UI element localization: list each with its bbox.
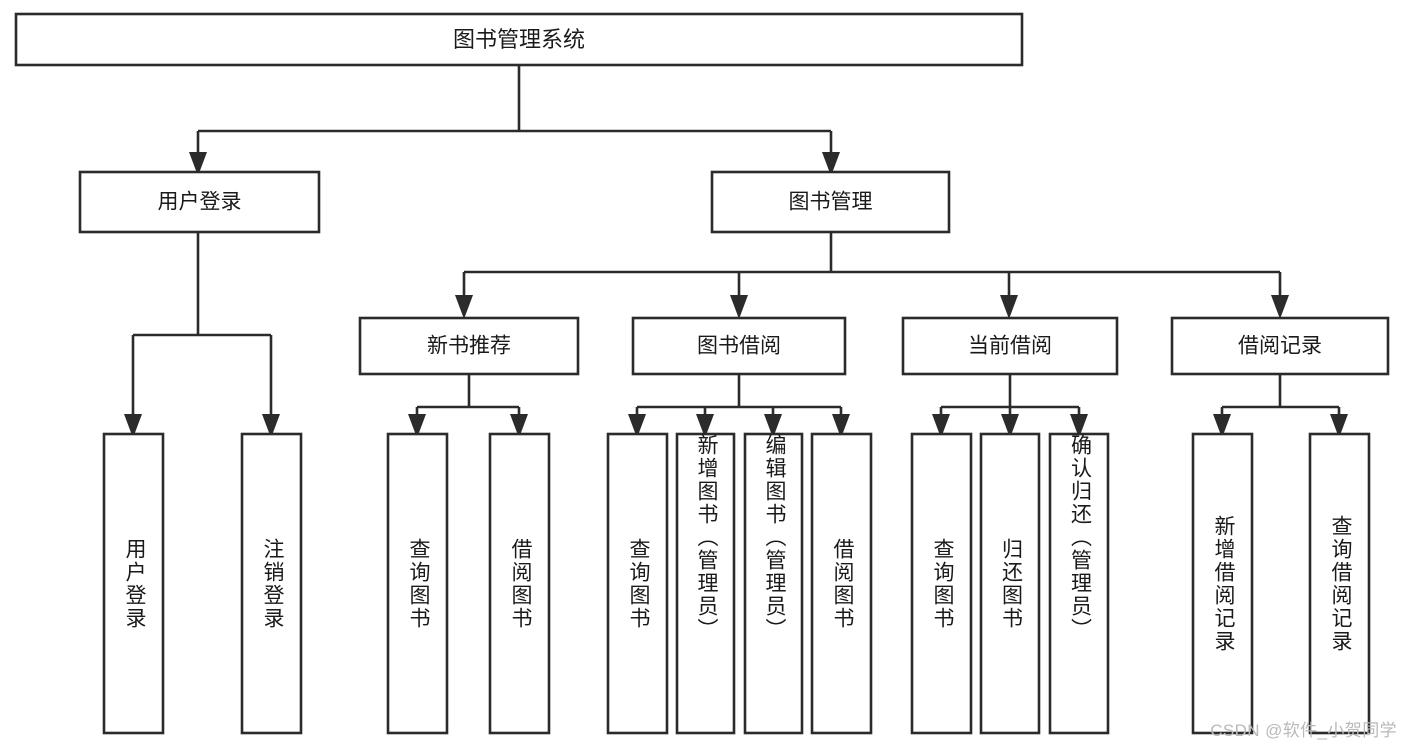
node-new-book-recommendation-label: 新书推荐	[427, 335, 511, 358]
leaf-query-book-a[interactable]	[386, 432, 449, 735]
node-new-book-recommendation[interactable]	[358, 316, 580, 376]
node-book-borrowing-label: 图书借阅	[697, 335, 781, 358]
leaf-user-login[interactable]	[102, 432, 165, 735]
leaf-query-book-c[interactable]	[910, 432, 973, 735]
leaf-borrow-book-b[interactable]	[810, 432, 873, 735]
node-borrowing-record-label: 借阅记录	[1238, 335, 1322, 358]
node-book-borrowing[interactable]	[631, 316, 847, 376]
arrow-book-mgmt-c4	[1271, 295, 1289, 319]
node-book-management-label: 图书管理	[789, 191, 873, 214]
node-root-title-label: 图书管理系统	[453, 27, 585, 52]
leaf-logout[interactable]	[240, 432, 303, 735]
arrow-book-mgmt-c1	[455, 295, 473, 319]
leaf-borrow-book-a[interactable]	[488, 432, 551, 735]
leaf-edit-book-admin[interactable]	[743, 432, 804, 735]
leaf-query-book-b[interactable]	[606, 432, 669, 735]
leaf-return-book[interactable]	[979, 432, 1041, 735]
leaf-add-borrow-record[interactable]	[1191, 432, 1254, 735]
connector-layer	[124, 65, 1348, 438]
node-user-login-label: 用户登录	[158, 191, 242, 214]
node-current-borrowing-label: 当前借阅	[968, 335, 1052, 358]
node-borrowing-record[interactable]	[1170, 316, 1390, 376]
node-book-management[interactable]	[710, 170, 951, 234]
arrow-book-mgmt-c2	[730, 295, 748, 319]
leaf-query-borrow-record[interactable]	[1308, 432, 1371, 735]
node-current-borrowing[interactable]	[901, 316, 1119, 376]
node-layer: 图书管理系统 用户登录 图书管理 新书推荐 图书借阅 当前借阅 借阅记录	[14, 12, 1390, 735]
node-root-title[interactable]	[14, 12, 1024, 67]
node-user-login[interactable]	[78, 170, 321, 234]
arrow-book-mgmt-c3	[1000, 295, 1018, 319]
leaf-add-book-admin[interactable]	[675, 432, 736, 735]
leaf-confirm-return-admin[interactable]	[1048, 432, 1110, 735]
